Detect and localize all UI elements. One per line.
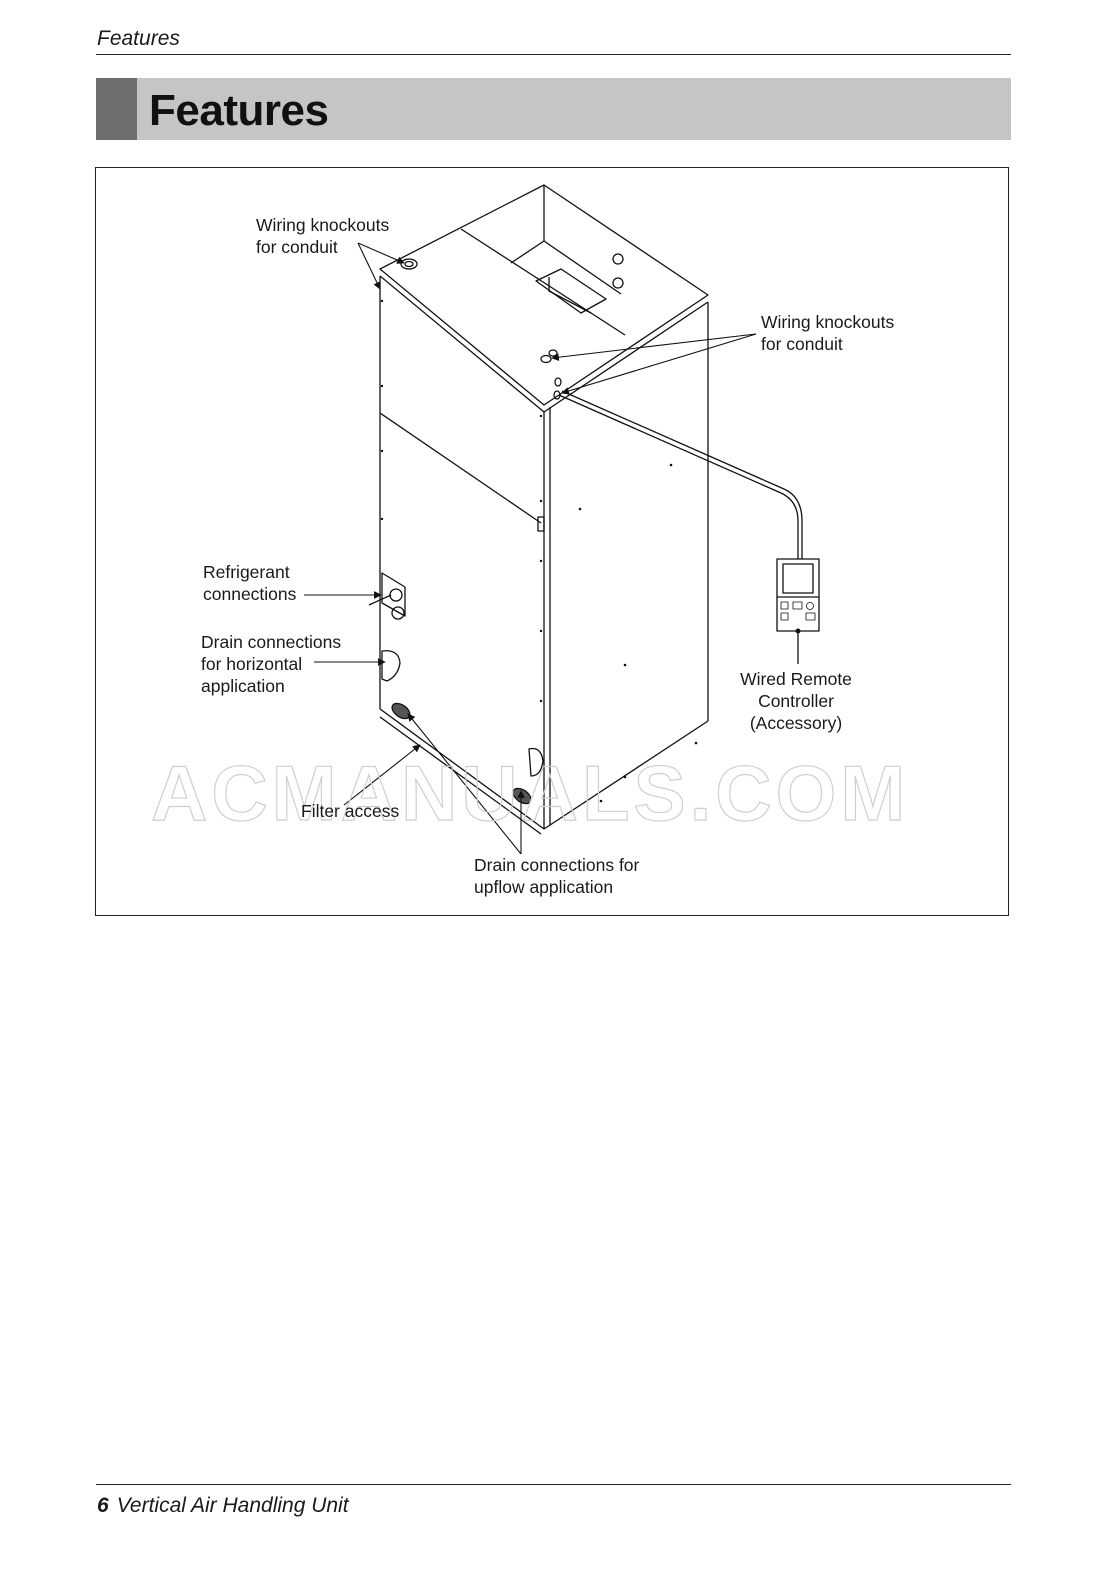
page-footer: 6 Vertical Air Handling Unit [97,1494,349,1518]
callout-refrigerant-connections: Refrigerant connections [203,562,297,604]
callout-filter-access: Filter access [301,801,400,821]
watermark: ACMANUALS.COM [150,748,910,837]
callout-drain-horizontal: Drain connections for horizontal applica… [201,632,342,696]
running-header: Features [97,27,180,50]
page-number: 6 [97,1494,109,1517]
callout-wiring-knockouts-right: Wiring knockouts for conduit [761,312,895,354]
callout-drain-upflow: Drain connections for upflow application [474,855,640,897]
title-accent-block [96,78,137,140]
footer-divider [96,1484,1011,1485]
air-handler-illustration [304,184,820,855]
section-title: Features [149,86,329,135]
header-divider [96,54,1011,55]
document-title: Vertical Air Handling Unit [116,1494,349,1517]
callout-wiring-knockouts-top: Wiring knockouts for conduit [256,215,390,257]
callout-wired-remote-controller: Wired Remote Controller (Accessory) [740,669,852,733]
section-title-bar: Features [96,78,1011,140]
features-figure: ACMANUALS.COM Wiring knockouts for condu… [95,167,1009,916]
